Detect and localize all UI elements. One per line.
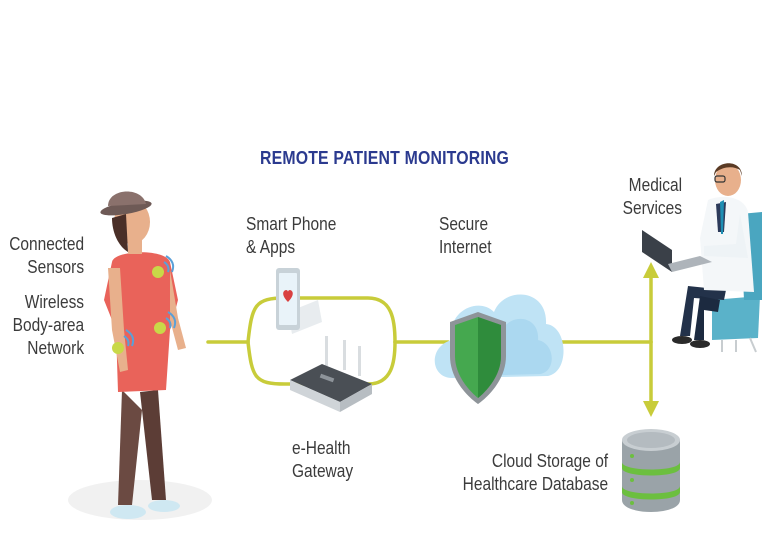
label-wireless-network: Wireless Body-area Network (12, 292, 84, 358)
label-cloud-storage: Cloud Storage of Healthcare Database (462, 451, 608, 494)
label-secure-internet: Secure Internet (439, 214, 492, 257)
patient-figure (68, 191, 212, 520)
diagram-title: REMOTE PATIENT MONITORING (259, 148, 509, 168)
cloud-shield-icon (434, 294, 564, 404)
label-connected-sensors: Connected Sensors (9, 234, 84, 277)
label-smart-phone: Smart Phone & Apps (246, 214, 337, 257)
arrowhead-up (643, 262, 659, 278)
connector-phone-loop (246, 296, 397, 344)
database-icon (622, 429, 680, 512)
label-gateway: e-Health Gateway (292, 438, 354, 481)
connector-lines (206, 274, 653, 407)
router-icon (290, 336, 372, 412)
arrowhead-down (643, 401, 659, 417)
label-medical-services: Medical Services (622, 175, 682, 218)
smartphone-icon (276, 268, 322, 334)
doctor-figure (642, 163, 762, 353)
